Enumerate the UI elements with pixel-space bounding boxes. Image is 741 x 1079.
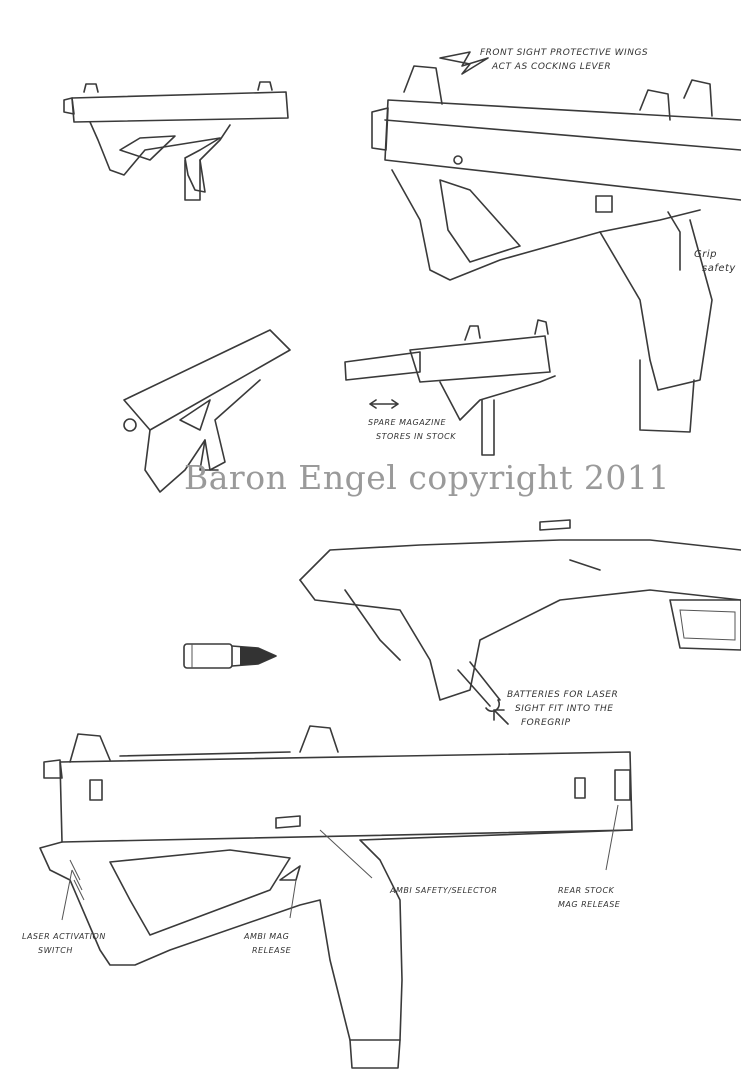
- annotation-line: Laser activation: [22, 932, 106, 941]
- spare-magazine-annotation: Spare magazine stores in stock: [368, 416, 456, 444]
- grip-safety-annotation: Grip safety: [694, 248, 736, 276]
- extending-stock-gun-sketch: [344, 319, 556, 456]
- annotation-line: Rear stock: [558, 886, 615, 895]
- annotation-line: stores in stock: [376, 432, 456, 441]
- annotation-line: Front sight protective wings: [480, 48, 649, 58]
- front-sight-annotation: Front sight protective wings act as cock…: [480, 46, 648, 74]
- full-side-view-gun-sketch: [39, 725, 633, 1069]
- annotation-line: mag release: [558, 900, 621, 909]
- large-gun-closeup-sketch: [371, 51, 741, 433]
- copyright-watermark: Baron Engel copyright 2011: [184, 458, 670, 497]
- annotation-line: Grip: [694, 249, 717, 260]
- annotation-line: safety: [702, 263, 736, 274]
- annotation-line: Batteries for laser: [507, 690, 619, 700]
- small-gun-sketch: [63, 81, 289, 201]
- annotation-line: foregrip: [521, 718, 571, 728]
- foregrip-stock-closeup-sketch: [299, 519, 741, 725]
- annotation-line: Ambi mag: [244, 932, 290, 941]
- annotation-line: switch: [38, 946, 73, 955]
- annotation-line: sight fit into the: [515, 704, 614, 714]
- angled-gun-sketch: [123, 329, 291, 493]
- annotation-line: Spare magazine: [368, 418, 447, 427]
- batteries-annotation: Batteries for laser sight fit into the f…: [507, 688, 618, 730]
- ambi-safety-annotation: Ambi safety/selector: [390, 886, 498, 895]
- cartridge-sketch: [183, 643, 277, 669]
- rear-stock-mag-release-annotation: Rear stock mag release: [558, 884, 620, 912]
- annotation-line: release: [252, 946, 292, 955]
- ambi-mag-release-annotation: Ambi mag release: [244, 930, 291, 958]
- annotation-line: act as cocking lever: [492, 62, 612, 72]
- laser-switch-annotation: Laser activation switch: [22, 930, 106, 958]
